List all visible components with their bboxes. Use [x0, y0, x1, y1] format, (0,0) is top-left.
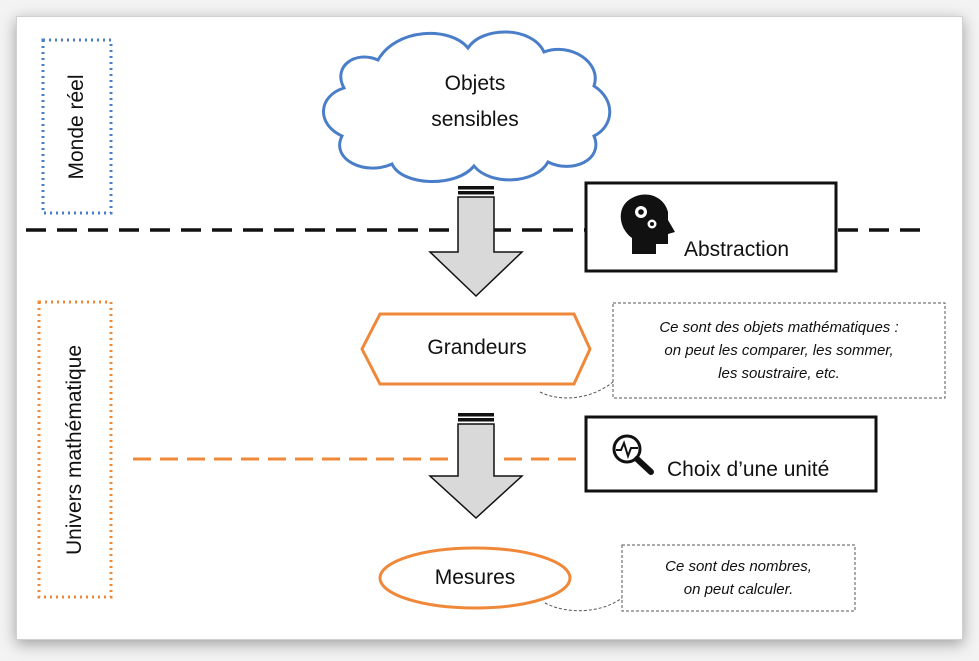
quantities-note-line2: on peut les comparer, les sommer, — [664, 342, 894, 359]
quantities-note-connector — [539, 381, 614, 399]
measures-note-box — [621, 544, 856, 612]
unit-choice-arrow — [428, 413, 524, 520]
measures-note-line1: Ce sont des nombres, — [665, 558, 812, 575]
abstraction-label: Abstraction — [684, 238, 790, 261]
abstraction-arrow — [428, 186, 524, 298]
measures-note-connector — [544, 597, 623, 612]
head-gears-icon — [620, 194, 675, 254]
quantities-note-line3: les soustraire, etc. — [718, 365, 840, 382]
objects-label: Objets sensibles — [395, 66, 555, 138]
quantities-note: Ce sont des objets mathématiques : on pe… — [615, 316, 943, 385]
unit-choice-label: Choix d’une unité — [667, 458, 830, 481]
quantities-note-line1: Ce sont des objets mathématiques : — [659, 319, 899, 336]
math-universe-zone-box — [37, 300, 113, 599]
real-world-label: Monde réel — [65, 74, 88, 180]
measures-label: Mesures — [434, 566, 516, 589]
measures-note-line2: on peut calculer. — [683, 581, 794, 598]
objects-label-line1: Objets — [444, 72, 506, 95]
objects-label-line2: sensibles — [431, 108, 519, 131]
math-universe-label: Univers mathématique — [63, 344, 86, 556]
measures-note: Ce sont des nombres, on peut calculer. — [624, 555, 853, 601]
measures-ellipse — [378, 546, 572, 610]
quantities-hexagon — [360, 312, 592, 386]
objects-cloud — [322, 30, 612, 183]
unit-choice-box — [584, 415, 878, 493]
quantities-label: Grandeurs — [427, 336, 527, 359]
magnifier-pulse-icon — [612, 434, 654, 475]
quantities-note-box — [612, 302, 946, 399]
